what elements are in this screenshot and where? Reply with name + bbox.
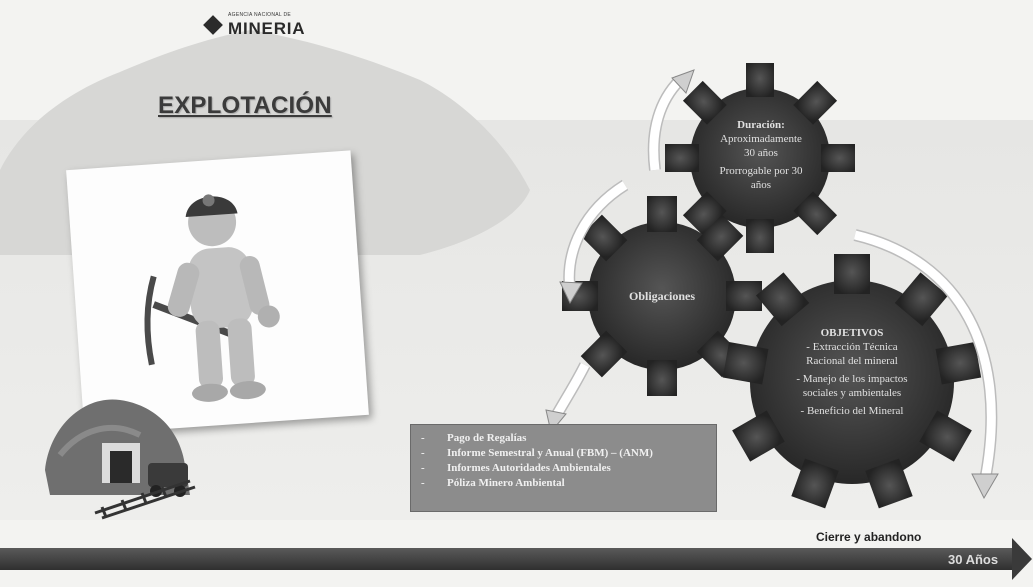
logo-subtitle: AGENCIA NACIONAL DE	[228, 12, 292, 18]
objectives-line1: - Extracción Técnica	[806, 341, 898, 353]
list-item-text: Informe Semestral y Anual (FBM) – (ANM)	[447, 447, 653, 459]
objectives-line3: - Manejo de los impactos	[796, 373, 908, 385]
objectives-line2: Racional del mineral	[806, 355, 898, 367]
list-item: -Informes Autoridades Ambientales	[421, 462, 611, 474]
list-item-text: Póliza Minero Ambiental	[447, 477, 565, 489]
timeline-bar	[0, 548, 1020, 570]
objectives-line4: sociales y ambientales	[802, 387, 902, 399]
agency-logo: AGENCIA NACIONAL DE MINERIA	[200, 10, 320, 44]
objectives-heading: OBJETIVOS	[820, 327, 884, 339]
list-item: -Informe Semestral y Anual (FBM) – (ANM)	[421, 447, 653, 459]
objectives-gear-text: OBJETIVOS - Extracción Técnica Racional …	[772, 326, 932, 418]
duration-line4: años	[750, 179, 772, 191]
objectives-line5: - Beneficio del Mineral	[800, 405, 904, 417]
page-title: EXPLOTACIÓN	[158, 92, 332, 119]
closure-label: Cierre y abandono	[816, 530, 922, 544]
duration-gear-text: Duración: Aproximadamente 30 años Prorro…	[705, 118, 817, 192]
list-item: -Póliza Minero Ambiental	[421, 477, 565, 489]
duration-heading: Duración:	[737, 119, 785, 131]
duration-gear-shape	[665, 63, 855, 253]
timeline-arrow-icon	[1012, 538, 1032, 580]
obligations-list: -Pago de Regalías -Informe Semestral y A…	[411, 425, 716, 491]
logo-name: MINERIA	[228, 19, 306, 38]
timeline-years: 30 Años	[948, 552, 999, 567]
list-item-text: Informes Autoridades Ambientales	[447, 462, 611, 474]
miner-photo	[66, 150, 369, 435]
list-item: -Pago de Regalías	[421, 432, 527, 444]
mine-entrance-icon	[45, 399, 196, 520]
list-item-text: Pago de Regalías	[447, 432, 527, 444]
duration-line2: 30 años	[744, 147, 778, 159]
obligations-gear-label: Obligaciones	[628, 289, 695, 303]
duration-line1: Aproximadamente	[720, 133, 802, 145]
obligations-list-box: -Pago de Regalías -Informe Semestral y A…	[410, 424, 717, 512]
duration-line3: Prorrogable por 30	[719, 165, 803, 177]
miner-figure-icon	[144, 194, 280, 402]
objectives-gear-shape	[722, 254, 982, 509]
